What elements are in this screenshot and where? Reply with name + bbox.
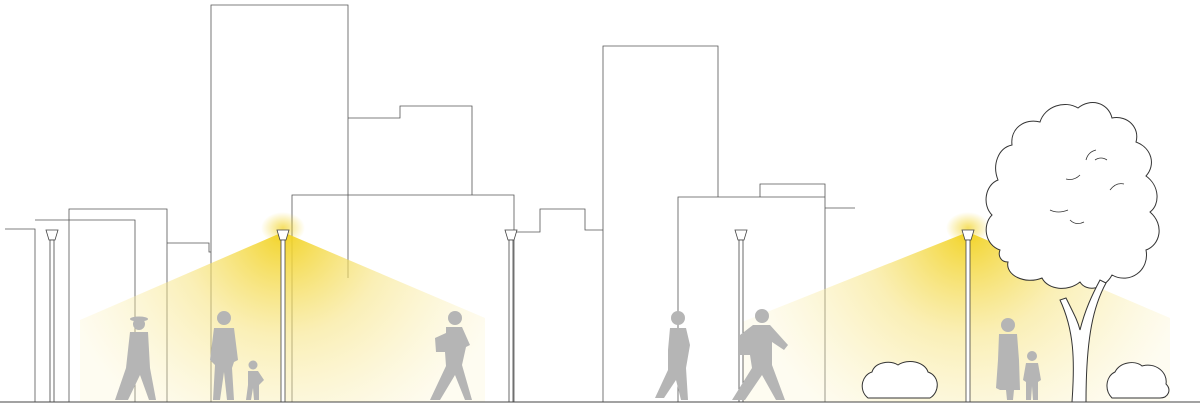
woman-holding-child-icon xyxy=(996,318,1020,400)
street-lamp-icon xyxy=(45,229,59,403)
person-with-hat-icon xyxy=(115,316,156,400)
walking-person-icon xyxy=(655,311,690,400)
lamp-glow xyxy=(946,212,990,244)
bush-icon xyxy=(1106,362,1170,399)
lamp-posts xyxy=(45,229,975,403)
pedestrians xyxy=(115,309,1041,400)
street-lamp-icon xyxy=(961,229,975,403)
street-lamp-icon xyxy=(504,229,518,403)
child-person-icon xyxy=(1023,351,1041,400)
child-person-icon xyxy=(246,360,264,400)
adult-person-icon xyxy=(210,311,238,400)
lamp-glow xyxy=(261,212,305,244)
person-with-backpack-icon xyxy=(732,309,788,400)
bush-icon xyxy=(861,361,938,399)
tree-icon xyxy=(985,102,1160,403)
person-with-backpack-icon xyxy=(430,311,472,400)
